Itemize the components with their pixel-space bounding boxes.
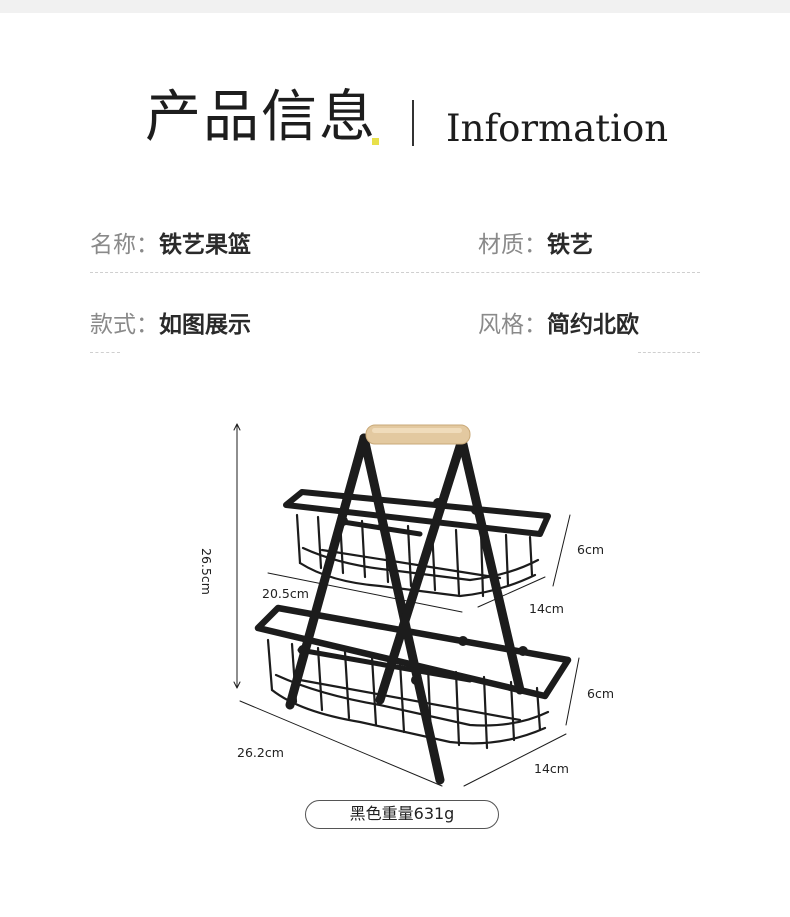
height-label: 26.5cm <box>199 548 214 595</box>
bottom-length-label: 26.2cm <box>237 745 284 760</box>
spec-material-value: 铁艺 <box>547 232 593 258</box>
bottom-width-label: 14cm <box>534 761 569 776</box>
spec-design-label: 风格： <box>478 312 547 338</box>
top-bar <box>0 0 790 13</box>
spec-design: 风格：简约北欧 <box>478 310 639 340</box>
spec-divider-left <box>90 352 120 353</box>
spec-name: 名称：铁艺果篮 <box>90 230 251 260</box>
spec-name-label: 名称： <box>90 232 159 258</box>
spec-style-value: 如图展示 <box>159 312 251 338</box>
spec-divider-right <box>638 352 700 353</box>
a-frame <box>285 433 525 785</box>
spec-divider <box>90 272 700 273</box>
title-separator <box>412 100 414 146</box>
spec-style: 款式：如图展示 <box>90 310 251 340</box>
page-title-cn: 产品信息 <box>145 85 377 150</box>
page-title-en: Information <box>446 107 669 150</box>
top-width-label: 14cm <box>529 601 564 616</box>
dimension-lines <box>233 423 580 787</box>
top-length-label: 20.5cm <box>262 586 309 601</box>
wooden-handle <box>365 424 471 445</box>
bottom-depth-label: 6cm <box>587 686 615 701</box>
spec-material: 材质：铁艺 <box>478 230 593 260</box>
title-accent-dot <box>372 138 379 145</box>
spec-style-label: 款式： <box>90 312 159 338</box>
weight-badge: 黑色重量631g <box>305 800 499 829</box>
spec-name-value: 铁艺果篮 <box>159 232 251 258</box>
rivets <box>298 498 528 685</box>
top-depth-label: 6cm <box>577 542 605 557</box>
spec-material-label: 材质： <box>478 232 547 258</box>
spec-design-value: 简约北欧 <box>547 312 639 338</box>
